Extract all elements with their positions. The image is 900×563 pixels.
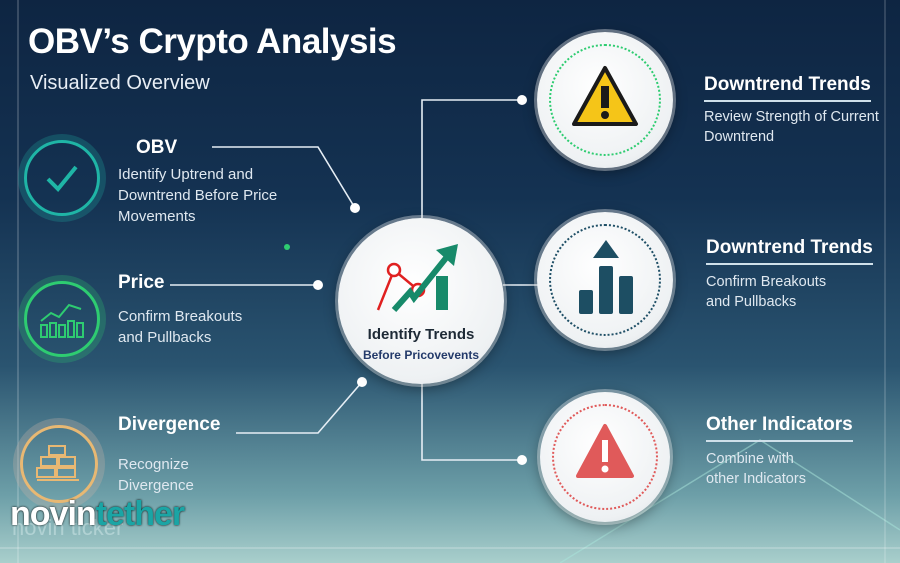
alert-icon	[576, 424, 634, 478]
divergence-desc-line: Divergence	[118, 477, 194, 494]
divergence-description: Recognize Divergence	[118, 454, 194, 496]
obv-desc-line: Downtrend Before Price	[118, 187, 278, 204]
price-title: Price	[118, 272, 165, 293]
warning-icon	[572, 66, 638, 126]
obv-desc-line: Movements	[118, 208, 196, 225]
other-indicators-title: Other Indicators	[706, 414, 853, 442]
downtrend-description: Review Strength of Current Downtrend	[704, 107, 879, 147]
downtrend-node	[537, 32, 673, 168]
trend-up-icon	[376, 244, 458, 312]
watermark-logo: novintether	[10, 495, 185, 534]
downtrend-node-2	[537, 212, 673, 348]
center-node: Identify Trends Before Pricovevents	[338, 218, 504, 384]
page-title: OBV’s Crypto Analysis	[28, 22, 397, 61]
bar-arrow-up-icon	[579, 240, 633, 314]
other-desc-line: other Indicators	[706, 471, 806, 487]
obv-desc-line: Identify Uptrend and	[118, 166, 254, 183]
connector-divergence	[236, 381, 363, 434]
downtrend-desc-line: Review Strength of Current	[704, 109, 879, 125]
downtrend2-desc-line: and Pullbacks	[706, 294, 797, 310]
other-indicators-description: Combine with other Indicators	[706, 449, 806, 489]
price-circle	[24, 281, 100, 357]
downtrend-title: Downtrend Trends	[704, 74, 871, 102]
connector-bottom	[421, 382, 522, 461]
obv-circle	[24, 140, 100, 216]
divergence-desc-line: Recognize	[118, 456, 189, 473]
center-subtitle: Before Pricovevents	[362, 348, 480, 362]
bar-chart-icon	[40, 303, 84, 338]
downtrend-description-2: Confirm Breakouts and Pullbacks	[706, 272, 826, 312]
obv-title: OBV	[136, 137, 178, 158]
page-subtitle: Visualized Overview	[30, 72, 210, 94]
other-indicators-node	[540, 392, 670, 522]
faded-watermark: novin ticker	[12, 515, 124, 540]
downtrend-desc-line: Downtrend	[704, 129, 775, 145]
price-description: Confirm Breakouts and Pullbacks	[118, 306, 242, 348]
price-desc-line: Confirm Breakouts	[118, 308, 243, 325]
connector-obv	[212, 146, 356, 209]
watermark-brand-b: tether	[95, 495, 185, 533]
center-title: Identify Trends	[367, 326, 475, 343]
divergence-title: Divergence	[118, 414, 221, 435]
price-desc-line: and Pullbacks	[118, 329, 212, 346]
downtrend2-desc-line: Confirm Breakouts	[706, 274, 827, 290]
watermark-brand-a: novin	[10, 495, 97, 533]
obv-description: Identify Uptrend and Downtrend Before Pr…	[118, 164, 277, 227]
other-desc-line: Combine with	[706, 451, 794, 467]
downtrend-title-2: Downtrend Trends	[706, 237, 873, 265]
bricks-icon	[36, 445, 79, 481]
check-icon	[46, 165, 78, 192]
divergence-circle	[20, 425, 98, 503]
connector-top	[421, 99, 522, 218]
